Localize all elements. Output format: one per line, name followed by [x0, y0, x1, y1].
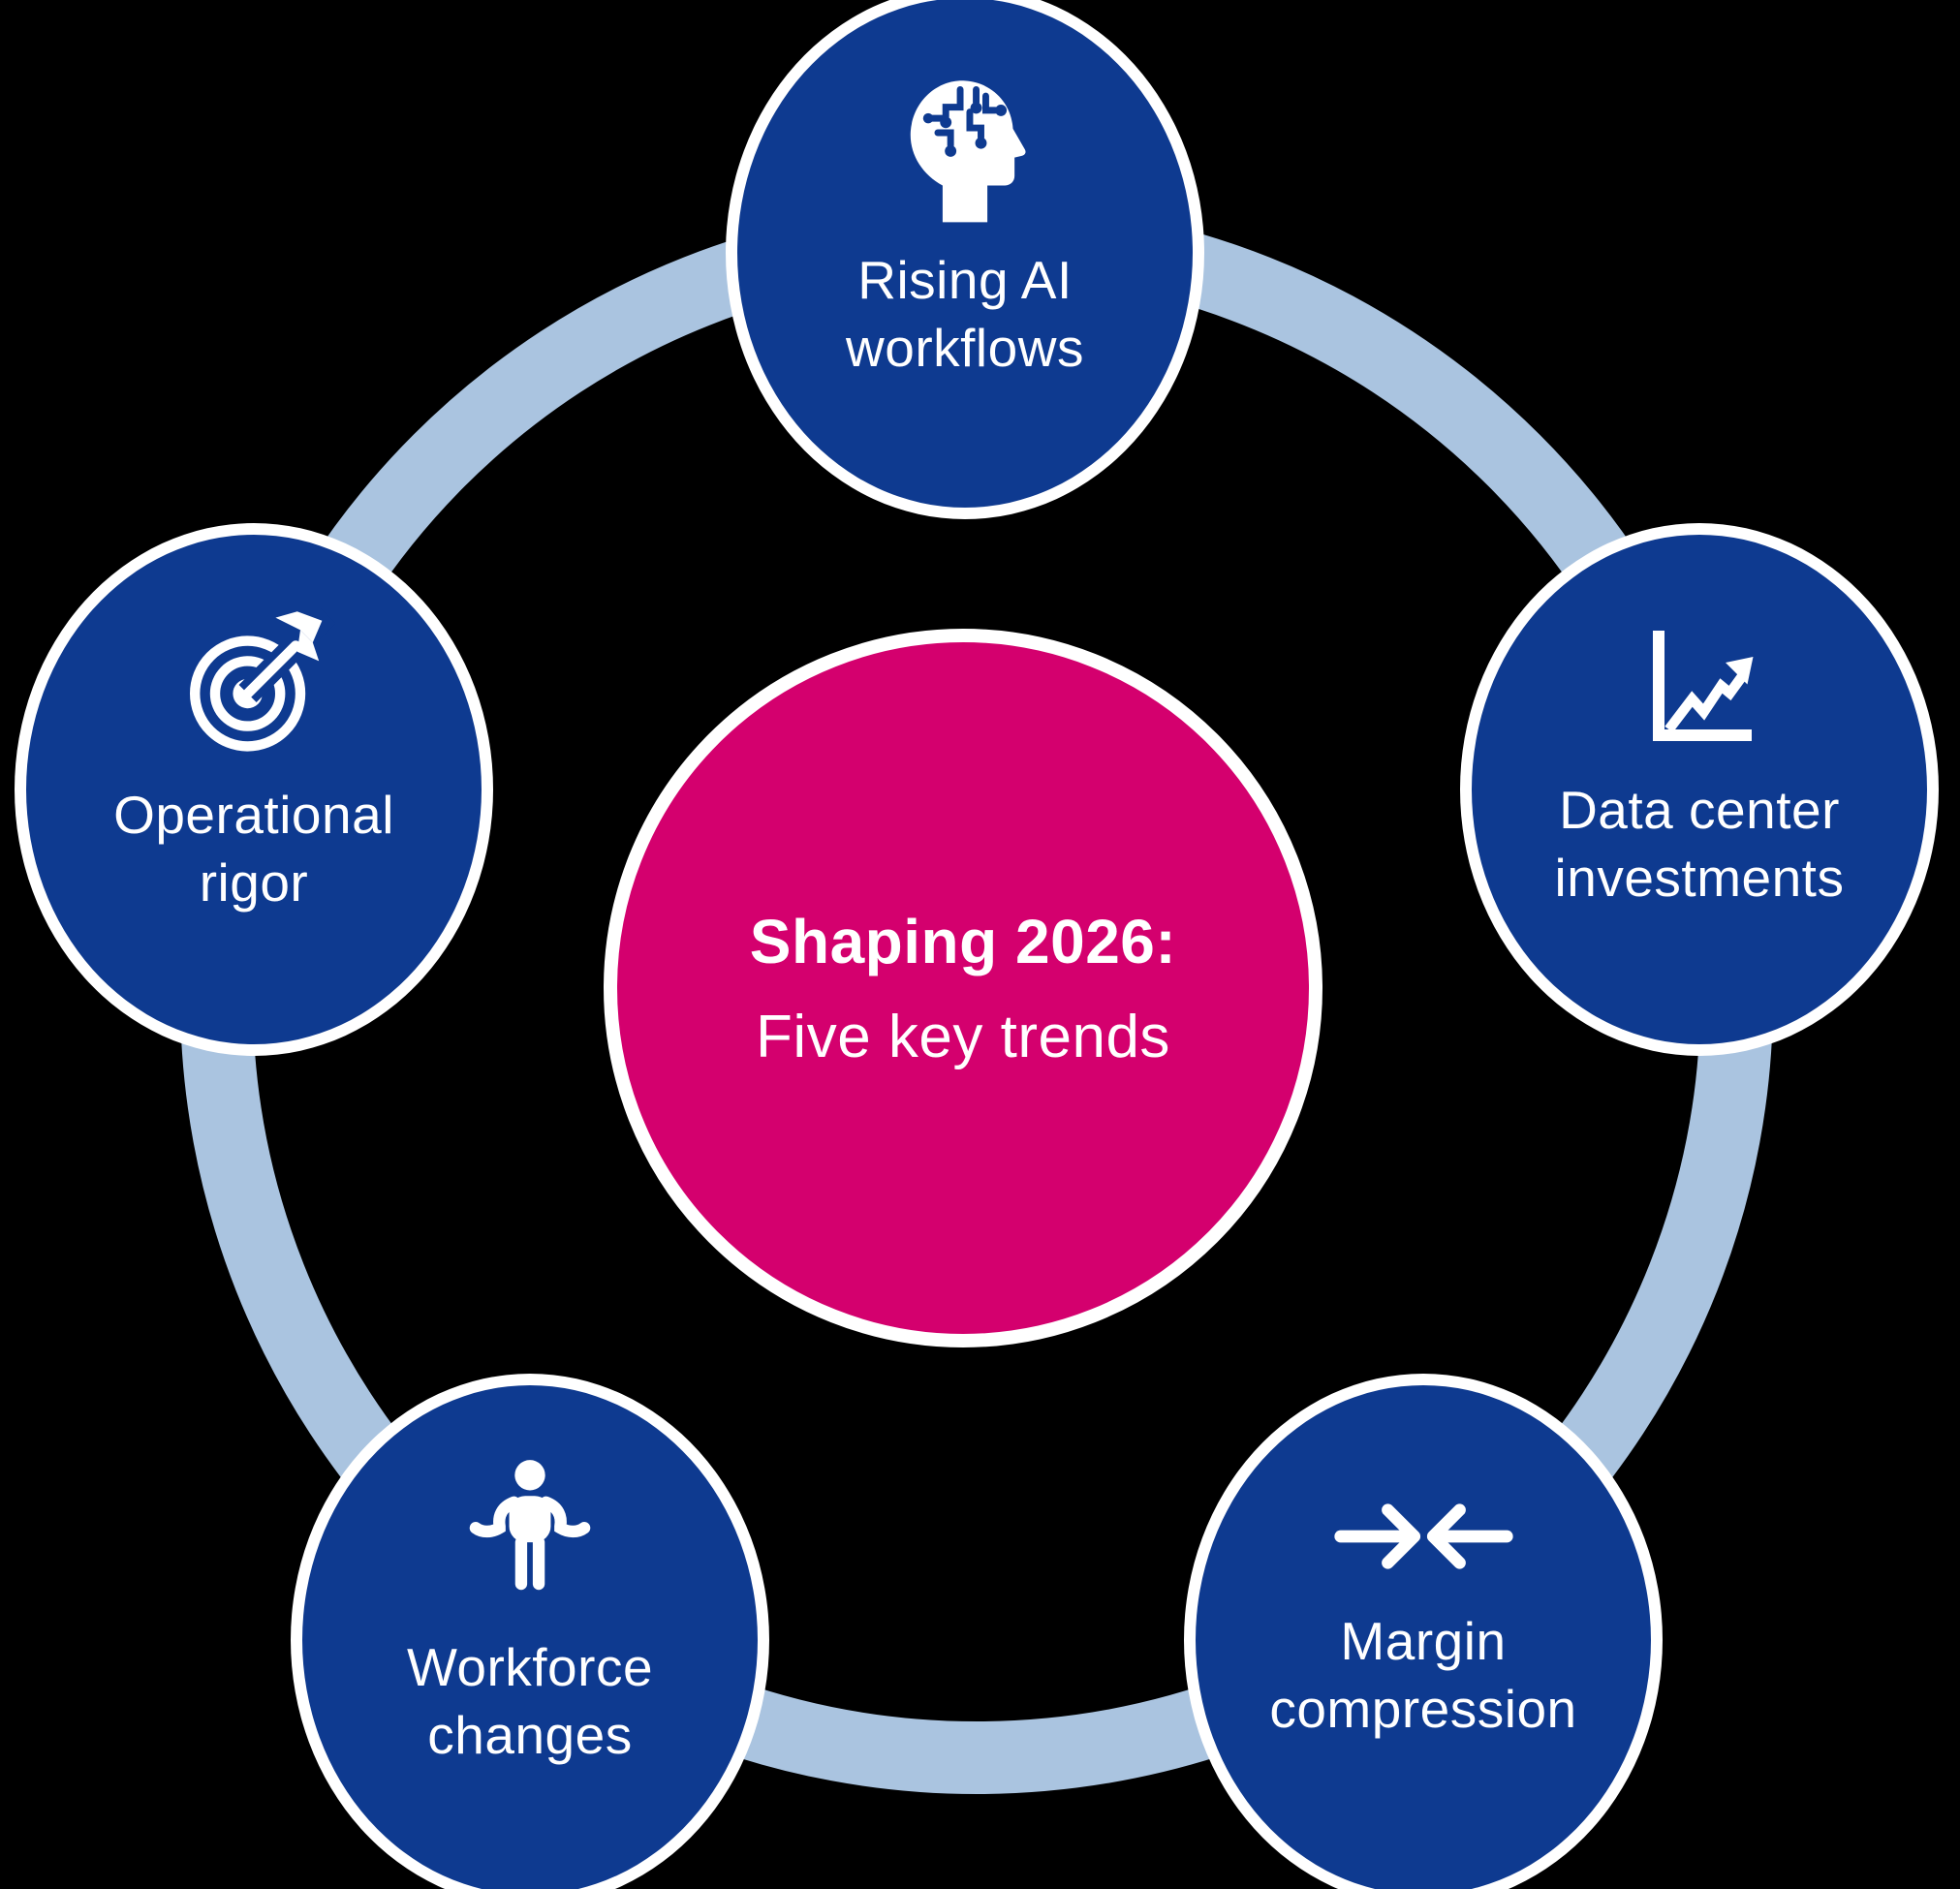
node-label: Workforce changes: [406, 1637, 654, 1765]
ai-head-icon: [883, 69, 1047, 233]
node-margin-compression: Margin compression: [1184, 1374, 1663, 1889]
node-data-center-investments: Data center investments: [1460, 523, 1939, 1056]
person-icon: [448, 1456, 612, 1621]
center-title: Shaping 2026:: [749, 906, 1177, 976]
line-chart-icon: [1617, 613, 1782, 763]
node-operational-rigor: Operational rigor: [15, 523, 493, 1056]
node-label: Data center investments: [1554, 779, 1845, 908]
node-label: Margin compression: [1269, 1610, 1577, 1739]
node-label: Operational rigor: [113, 784, 394, 913]
target-dart-icon: [171, 605, 336, 768]
converging-arrows-icon: [1329, 1483, 1518, 1595]
node-label: Rising AI workflows: [846, 250, 1084, 378]
center-circle: Shaping 2026: Five key trends: [604, 629, 1322, 1347]
node-rising-ai-workflows: Rising AI workflows: [726, 0, 1204, 519]
center-subtitle: Five key trends: [756, 1003, 1170, 1070]
node-workforce-changes: Workforce changes: [291, 1374, 769, 1889]
